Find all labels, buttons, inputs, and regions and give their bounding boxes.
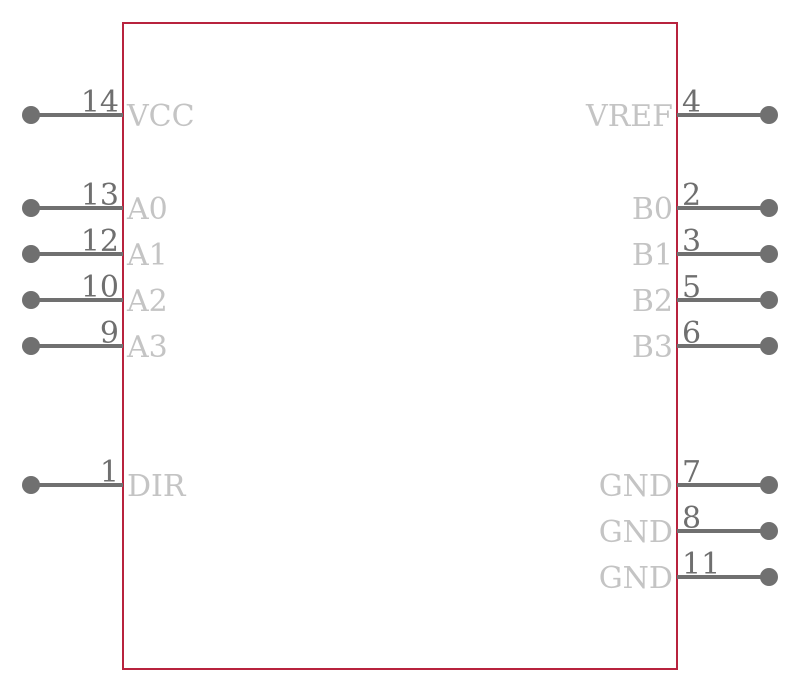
pin-right-1: 2 B0: [632, 178, 778, 227]
pin-right-0: 4 VREF: [585, 85, 778, 134]
pin-terminal[interactable]: [22, 199, 40, 217]
pin-number: 1: [100, 455, 119, 490]
pin-terminal[interactable]: [760, 106, 778, 124]
pin-name: A1: [126, 238, 168, 273]
pin-number: 8: [682, 501, 701, 536]
pin-number: 3: [682, 224, 701, 259]
pin-name: B2: [632, 284, 673, 319]
pin-terminal[interactable]: [760, 291, 778, 309]
pin-number: 7: [682, 455, 701, 490]
pin-right-2: 3 B1: [632, 224, 778, 273]
pin-number: 13: [81, 178, 119, 213]
pin-terminal[interactable]: [22, 291, 40, 309]
pin-terminal[interactable]: [760, 199, 778, 217]
component-body: [122, 22, 678, 670]
pin-right-4: 6 B3: [632, 316, 778, 365]
pin-terminal[interactable]: [760, 245, 778, 263]
pin-name: A2: [126, 284, 168, 319]
pin-name: B0: [632, 192, 673, 227]
pin-name: B3: [632, 330, 673, 365]
pin-right-6: 8 GND: [599, 501, 778, 550]
pin-number: 11: [682, 547, 720, 582]
pin-name: DIR: [127, 469, 187, 504]
pin-right-5: 7 GND: [599, 455, 778, 504]
pin-number: 2: [682, 178, 701, 213]
pin-name: GND: [599, 515, 673, 550]
pin-name: GND: [599, 469, 673, 504]
pin-number: 10: [81, 270, 119, 305]
pin-name: A3: [126, 330, 168, 365]
pin-number: 6: [682, 316, 701, 351]
pin-number: 12: [81, 224, 119, 259]
pin-number: 14: [81, 85, 119, 120]
pin-terminal[interactable]: [22, 337, 40, 355]
pin-terminal[interactable]: [22, 476, 40, 494]
pin-terminal[interactable]: [760, 522, 778, 540]
pin-number: 4: [682, 85, 701, 120]
pin-terminal[interactable]: [22, 106, 40, 124]
pin-right-3: 5 B2: [632, 270, 778, 319]
pin-name: VREF: [585, 99, 673, 134]
pin-terminal[interactable]: [22, 245, 40, 263]
pin-terminal[interactable]: [760, 568, 778, 586]
pin-name: GND: [599, 561, 673, 596]
pin-name: B1: [632, 238, 673, 273]
pin-terminal[interactable]: [760, 476, 778, 494]
pin-name: A0: [126, 192, 168, 227]
pin-number: 5: [682, 270, 701, 305]
pin-number: 9: [100, 316, 119, 351]
pin-right-7: 11 GND: [599, 547, 778, 596]
pin-terminal[interactable]: [760, 337, 778, 355]
pin-name: VCC: [126, 99, 195, 134]
